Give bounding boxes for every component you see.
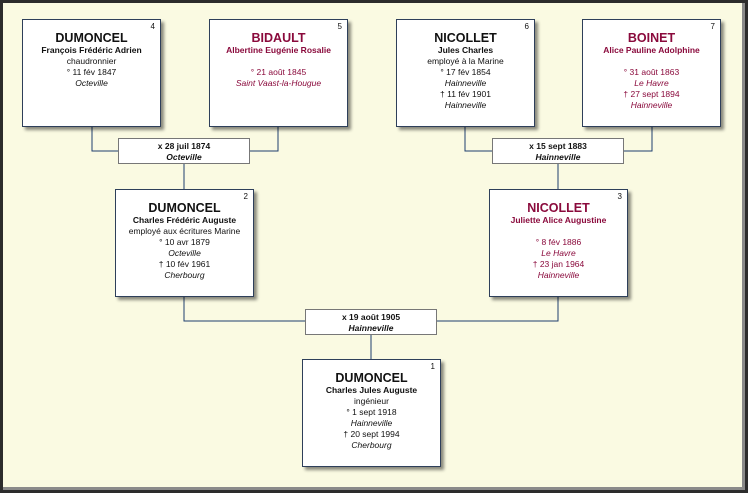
- person-given-names: Juliette Alice Augustine: [510, 215, 607, 225]
- person-given-names: Jules Charles: [437, 45, 494, 55]
- person-number: 5: [337, 22, 342, 31]
- person-birth-date: ° 10 avr 1879: [159, 237, 210, 247]
- marriage-box-6-7[interactable]: x 15 sept 1883 Hainneville: [492, 138, 624, 164]
- person-number: 6: [524, 22, 529, 31]
- person-given-names: Alice Pauline Adolphine: [603, 45, 700, 55]
- person-surname: DUMONCEL: [335, 371, 408, 385]
- marriage-date: x 15 sept 1883: [529, 141, 587, 151]
- marriage-date: x 19 août 1905: [341, 312, 401, 322]
- person-occupation: ingénieur: [354, 396, 389, 406]
- person-card-3[interactable]: 3 NICOLLET Juliette Alice Augustine ° 8 …: [489, 189, 628, 297]
- person-card-7[interactable]: 7 BOINET Alice Pauline Adolphine ° 31 ao…: [582, 19, 721, 127]
- person-death-place: Hainneville: [630, 100, 673, 110]
- person-death-date: † 10 fév 1961: [158, 259, 211, 269]
- person-number: 1: [430, 362, 435, 371]
- person-card-5[interactable]: 5 BIDAULT Albertine Eugénie Rosalie ° 21…: [209, 19, 348, 127]
- person-birth-place: Le Havre: [541, 248, 576, 258]
- person-birth-place: Le Havre: [634, 78, 669, 88]
- marriage-date: x 28 juil 1874: [157, 141, 211, 151]
- marriage-place: Hainneville: [348, 323, 394, 333]
- person-birth-date: ° 1 sept 1918: [346, 407, 397, 417]
- person-number: 7: [710, 22, 715, 31]
- person-occupation: chaudronnier: [66, 56, 117, 66]
- person-card-1[interactable]: 1 DUMONCEL Charles Jules Auguste ingénie…: [302, 359, 441, 467]
- person-death-date: † 20 sept 1994: [343, 429, 400, 439]
- person-number: 2: [243, 192, 248, 201]
- person-occupation: employé aux écritures Marine: [128, 226, 241, 236]
- marriage-place: Octeville: [166, 152, 202, 162]
- person-death-date: † 27 sept 1894: [623, 89, 680, 99]
- person-number: 3: [617, 192, 622, 201]
- person-surname: NICOLLET: [434, 31, 497, 45]
- person-birth-date: ° 21 août 1845: [250, 67, 307, 77]
- person-birth-date: ° 31 août 1863: [623, 67, 680, 77]
- person-birth-date: ° 17 fév 1854: [440, 67, 491, 77]
- person-birth-place: Saint Vaast-la-Hougue: [235, 78, 322, 88]
- person-given-names: Albertine Eugénie Rosalie: [226, 45, 331, 55]
- marriage-box-4-5[interactable]: x 28 juil 1874 Octeville: [118, 138, 250, 164]
- person-given-names: Charles Frédéric Auguste: [132, 215, 237, 225]
- person-death-place: Cherbourg: [351, 440, 392, 450]
- marriage-place: Hainneville: [535, 152, 581, 162]
- person-surname: BOINET: [627, 31, 676, 45]
- person-birth-date: ° 11 fév 1847: [66, 67, 117, 77]
- person-death-place: Hainneville: [537, 270, 580, 280]
- person-birth-place: Octeville: [75, 78, 108, 88]
- person-birth-place: Hainneville: [350, 418, 393, 428]
- person-number: 4: [150, 22, 155, 31]
- person-surname: BIDAULT: [251, 31, 306, 45]
- person-surname: DUMONCEL: [55, 31, 128, 45]
- person-card-6[interactable]: 6 NICOLLET Jules Charles employé à la Ma…: [396, 19, 535, 127]
- person-death-date: † 11 fév 1901: [440, 89, 491, 99]
- person-occupation: employé à la Marine: [427, 56, 504, 66]
- marriage-box-2-3[interactable]: x 19 août 1905 Hainneville: [305, 309, 437, 335]
- person-surname: DUMONCEL: [148, 201, 221, 215]
- person-death-place: Hainneville: [444, 100, 487, 110]
- person-birth-place: Octeville: [168, 248, 201, 258]
- person-death-place: Cherbourg: [164, 270, 205, 280]
- person-given-names: François Frédéric Adrien: [41, 45, 142, 55]
- person-card-4[interactable]: 4 DUMONCEL François Frédéric Adrien chau…: [22, 19, 161, 127]
- person-death-date: † 23 jan 1964: [532, 259, 585, 269]
- person-birth-place: Hainneville: [444, 78, 487, 88]
- person-card-2[interactable]: 2 DUMONCEL Charles Frédéric Auguste empl…: [115, 189, 254, 297]
- person-given-names: Charles Jules Auguste: [325, 385, 418, 395]
- person-surname: NICOLLET: [527, 201, 590, 215]
- person-birth-date: ° 8 fév 1886: [535, 237, 582, 247]
